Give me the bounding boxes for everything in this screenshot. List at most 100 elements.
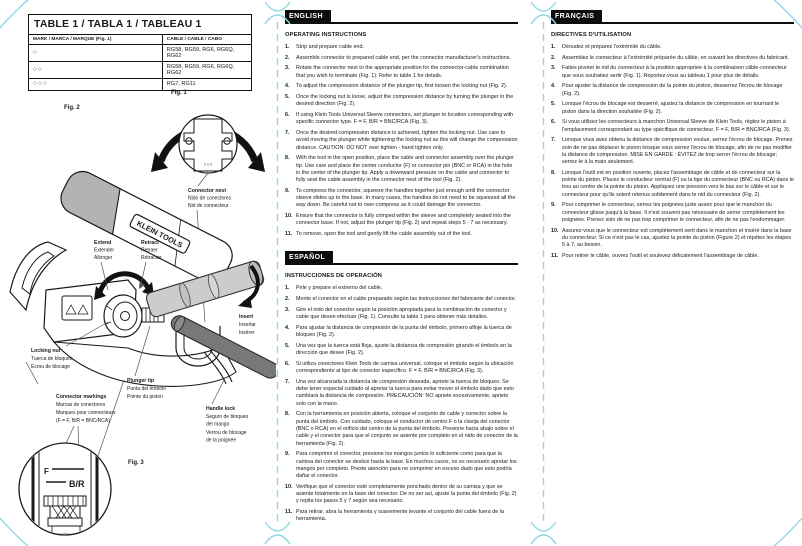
column-header-mark: MARK / MARCA / MARQUE (Fig. 1): [28, 34, 163, 45]
svg-text:Marques pour connecteurs: Marques pour connecteurs: [56, 410, 116, 416]
fold-mark-bottom-right: [530, 521, 557, 545]
step-text: Gire el nido del conector según la posic…: [296, 306, 507, 321]
mark-cell: ○○: [28, 61, 163, 79]
fig2-caption: Fig. 2: [64, 105, 80, 111]
step-item: 1. Dénudez et préparez l'extrémité du câ…: [551, 44, 794, 51]
step-item: 3. Rotate the connector nest to the appr…: [285, 65, 518, 80]
step-item: 11. Pour retirer le câble, ouvrez l'outi…: [551, 253, 794, 260]
step-text: Pour comprimer le connecteur, serrez les…: [562, 202, 786, 224]
svg-text:del mango: del mango: [206, 422, 230, 428]
svg-text:Extend: Extend: [94, 240, 111, 246]
step-item: 9. Pour comprimer le connecteur, serrez …: [551, 202, 794, 224]
spanish-header: ESPAÑOL: [285, 251, 334, 264]
step-number: 2.: [285, 54, 290, 61]
step-text: Once the locking nut is loose, adjust th…: [296, 94, 514, 108]
step-text: If using Klein Tools Universal Sleeve co…: [296, 112, 514, 126]
step-item: 9. To compress the connector, squeeze th…: [285, 188, 518, 210]
step-item: 3. Faites pivoter le nid du connecteur à…: [551, 65, 794, 80]
step-item: 4. Para ajustar la distancia de compresi…: [285, 325, 518, 340]
step-text: Una vez alcanzada la distancia de compre…: [296, 378, 514, 407]
step-item: 11. To remove, open the tool and gently …: [285, 231, 518, 238]
step-number: 9.: [285, 451, 290, 458]
english-header: ENGLISH: [285, 10, 331, 22]
svg-text:Marcas de conectores: Marcas de conectores: [56, 402, 106, 408]
retract-label: Retract Retraer Rétracter: [139, 240, 162, 289]
mark-cell: ○○○: [28, 78, 163, 91]
cable-cell: RG7, RG11: [161, 78, 253, 91]
step-text: To adjust the compression distance of th…: [296, 83, 508, 90]
svg-text:Pointe du piston: Pointe du piston: [127, 394, 163, 400]
retract-leader-arrowhead: [139, 282, 145, 289]
step-item: 5. Lorsque l'écrou de blocage est desser…: [551, 101, 794, 116]
step-item: 8. Lorsque l'outil est en position ouver…: [551, 170, 794, 199]
svg-text:Connector markings: Connector markings: [56, 394, 107, 400]
step-text: Faites pivoter le nid du connecteur à la…: [562, 65, 787, 79]
corner-mark-bottom-right: [773, 517, 802, 546]
svg-text:Insert: Insert: [239, 314, 253, 320]
svg-text:Rétracter: Rétracter: [141, 255, 162, 261]
step-item: 8. With the tool in the open position, p…: [285, 155, 518, 184]
nest-marks-text: ○○○: [203, 162, 212, 168]
french-section-title: DIRECTIVES D'UTILISATION: [551, 32, 632, 38]
connector-nest-label-fr: Nid de connecteur: [188, 203, 229, 209]
step-text: To compress the connector, squeeze the h…: [296, 187, 516, 209]
step-text: Para retirar, abra la herramienta y suav…: [296, 509, 504, 523]
svg-text:Locking nut: Locking nut: [31, 348, 61, 354]
spanish-header-rule: ESPAÑOL: [285, 251, 518, 266]
svg-text:Écrou de blocage: Écrou de blocage: [31, 363, 70, 370]
step-item: 10. Ensure that the connector is fully c…: [285, 213, 518, 228]
step-text: Assemblez le connecteur à l'extrémité pr…: [562, 54, 789, 61]
step-text: Para ajustar la distancia de compresión …: [296, 324, 512, 339]
step-number: 4.: [285, 83, 290, 90]
step-item: 4. Pour ajuster la distance de compressi…: [551, 83, 794, 98]
step-number: 6.: [285, 112, 290, 119]
step-number: 10.: [551, 227, 559, 234]
svg-text:Allonger: Allonger: [94, 255, 113, 261]
step-number: 3.: [285, 65, 290, 72]
english-header-rule: ENGLISH: [285, 10, 518, 24]
step-item: 4. To adjust the compression distance of…: [285, 83, 518, 90]
step-item: 10. Assurez-vous que le connecteur est c…: [551, 228, 794, 250]
step-number: 1.: [285, 285, 290, 292]
table-row: ○○○RG7, RG11: [28, 78, 253, 91]
step-number: 5.: [285, 94, 290, 101]
svg-text:Punta del émbolo: Punta del émbolo: [127, 386, 166, 392]
step-number: 6.: [285, 360, 290, 367]
svg-text:de la poignée: de la poignée: [206, 438, 236, 444]
step-text: With the tool in the open position, plac…: [296, 155, 514, 184]
step-number: 3.: [285, 306, 290, 313]
mark-cell: ○: [28, 44, 163, 62]
connector-nest-label-es: Nido de conectores: [188, 196, 232, 202]
step-number: 2.: [285, 296, 290, 303]
french-header: FRANÇAIS: [551, 10, 603, 22]
extend-label: Extend Extender Allonger: [94, 240, 114, 291]
step-text: Pele y prepare el extremo del cable.: [296, 285, 383, 292]
nut-rotation-arrow-icon: [97, 271, 151, 293]
fig1-connector-nest-diagram: Fig. 1 ○○○ Connector nest Nido de conect…: [151, 90, 265, 323]
step-number: 5.: [551, 101, 556, 108]
step-item: 2. Assemblez le connecteur à l'extrémité…: [551, 55, 794, 62]
step-number: 8.: [285, 411, 290, 418]
step-number: 6.: [551, 119, 556, 126]
spanish-section-title: INSTRUCCIONES DE OPERACIÓN: [285, 273, 382, 280]
step-number: 9.: [551, 202, 556, 209]
step-text: Si utiliza conectores Klein Tools de cam…: [296, 360, 514, 375]
step-number: 11.: [551, 253, 559, 260]
svg-text:Plunger tip: Plunger tip: [127, 378, 154, 384]
step-text: Lorsque l'outil est en position ouverte,…: [562, 169, 794, 198]
step-number: 7.: [285, 130, 290, 137]
tool-upper-handle: KLEIN TOOLS: [60, 170, 233, 283]
step-text: Monte el conector en el cable preparado …: [296, 296, 516, 303]
locking-nut-label: Locking nut Tuerca de bloqueo Écrou de b…: [31, 321, 109, 370]
column-english-spanish: ENGLISH OPERATING INSTRUCTIONS 1. Strip …: [285, 10, 518, 527]
step-item: 10. Verifique que el conector esté compl…: [285, 484, 518, 506]
step-item: 5. Once the locking nut is loose, adjust…: [285, 94, 518, 109]
insert-label: Insert Insertar Insérer: [239, 314, 256, 336]
svg-text:Retract: Retract: [141, 240, 159, 246]
step-text: Una vez que la tuerca está floja, ajuste…: [296, 342, 512, 357]
svg-text:Handle lock: Handle lock: [206, 406, 235, 412]
step-text: Con la herramienta en posición abierta, …: [296, 411, 518, 447]
column-french: FRANÇAIS DIRECTIVES D'UTILISATION 1. Dén…: [551, 10, 794, 264]
handle-lock-wire: [203, 349, 233, 385]
english-section-title: OPERATING INSTRUCTIONS: [285, 32, 367, 38]
